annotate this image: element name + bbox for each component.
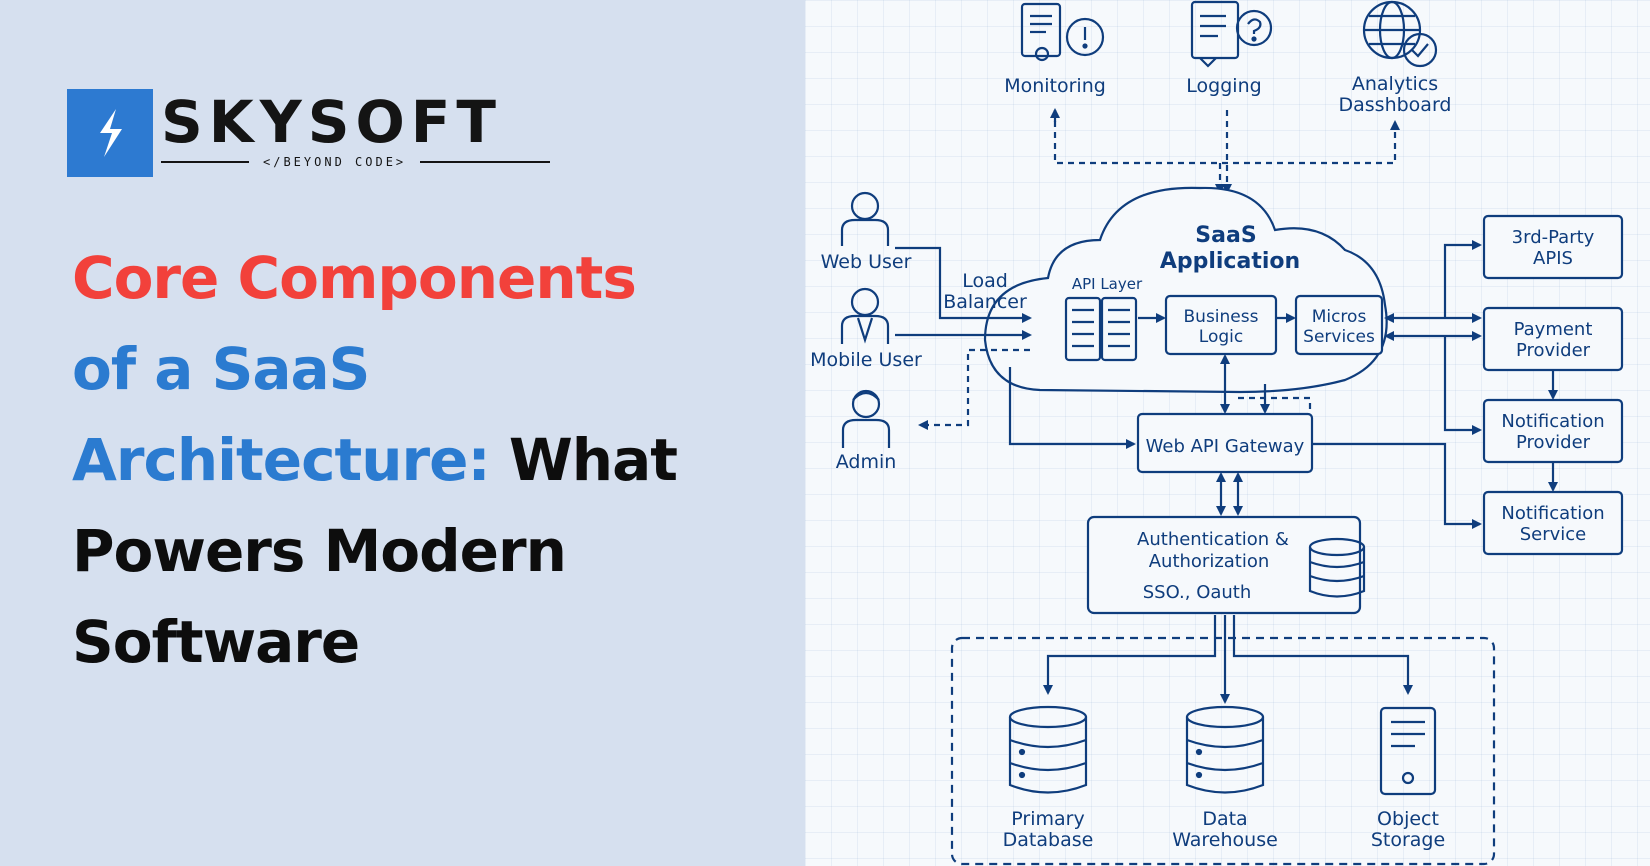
load-balancer-label-2: Balancer [943, 291, 1027, 313]
mobile-user-icon [840, 287, 890, 344]
load-balancer-label-1: Load [962, 270, 1008, 292]
api-layer-servers-icon [1064, 296, 1138, 362]
title-black-1: What [489, 426, 678, 494]
analytics-label-1: Analytics [1352, 73, 1438, 95]
architecture-diagram: Monitoring Logging Analytics Dasshboard … [810, 0, 1624, 866]
logo-divider-right [420, 161, 551, 163]
saas-label-1: SaaS [1195, 223, 1256, 248]
primary-db-label-1: Primary [1011, 808, 1084, 830]
logging-icon [1190, 0, 1273, 68]
auth-label-1: Authentication & [1137, 529, 1289, 550]
payment-label-1: Payment [1514, 319, 1593, 340]
auth-database-icon [1308, 537, 1366, 598]
architecture-diagram-panel: Monitoring Logging Analytics Dasshboard … [805, 0, 1650, 866]
admin-label: Admin [836, 451, 897, 473]
business-logic-label-2: Logic [1199, 327, 1243, 347]
microservices-label-2: Services [1303, 327, 1375, 347]
primary-db-label-2: Database [1003, 829, 1094, 851]
web-user-label: Web User [821, 251, 912, 273]
business-logic-label-1: Business [1184, 307, 1259, 327]
title-red: Core Components [72, 244, 637, 312]
left-panel: SKYSOFT </BEYOND CODE> Core Components o… [0, 0, 805, 866]
third-party-label-2: APIS [1533, 248, 1573, 269]
api-layer-label: API Layer [1072, 275, 1143, 293]
title-blue-1: of a SaaS [72, 335, 370, 403]
data-warehouse-icon [1185, 705, 1265, 794]
logo-brand: SKYSOFT [161, 88, 502, 156]
auth-box [1086, 515, 1362, 615]
admin-icon [841, 389, 891, 448]
analytics-globe-icon [1362, 0, 1438, 68]
warehouse-label-1: Data [1202, 808, 1247, 830]
notif-service-label-1: Notification [1501, 503, 1604, 524]
payment-label-2: Provider [1516, 340, 1591, 361]
object-storage-icon [1379, 706, 1437, 796]
saas-label-2: Application [1160, 249, 1300, 274]
page-title: Core Components of a SaaS Architecture: … [72, 233, 772, 688]
logo-divider-left [161, 161, 249, 163]
analytics-label-2: Dasshboard [1339, 94, 1452, 116]
title-blue-2: Architecture: [72, 426, 491, 494]
gateway-label: Web API Gateway [1146, 436, 1305, 457]
mobile-user-label: Mobile User [810, 349, 922, 371]
title-black-2: Powers Modern [72, 517, 567, 585]
microservices-box [1294, 294, 1384, 356]
primary-database-icon [1008, 705, 1088, 794]
notif-provider-label-1: Notification [1501, 411, 1604, 432]
logo-mark-icon [67, 89, 153, 177]
notif-service-label-2: Service [1520, 524, 1587, 545]
auth-label-2: Authorization [1149, 551, 1270, 572]
object-storage-label-1: Object [1377, 808, 1439, 830]
notif-provider-label-2: Provider [1516, 432, 1591, 453]
third-party-apis-box [1482, 214, 1624, 280]
auth-label-3: SSO., Oauth [1143, 582, 1252, 603]
notification-service-box [1482, 490, 1624, 556]
third-party-label-1: 3rd-Party [1512, 227, 1595, 248]
logo-tagline: </BEYOND CODE> [263, 155, 407, 169]
saas-cloud [983, 186, 1388, 394]
object-storage-label-2: Storage [1371, 829, 1445, 851]
title-black-3: Software [72, 608, 360, 676]
skysoft-logo[interactable]: SKYSOFT </BEYOND CODE> [67, 88, 551, 177]
logging-label: Logging [1186, 75, 1261, 97]
monitoring-icon [1020, 2, 1105, 62]
web-user-icon [840, 191, 890, 246]
microservices-label-1: Micros [1312, 307, 1367, 327]
warehouse-label-2: Warehouse [1172, 829, 1278, 851]
monitoring-label: Monitoring [1004, 75, 1106, 97]
